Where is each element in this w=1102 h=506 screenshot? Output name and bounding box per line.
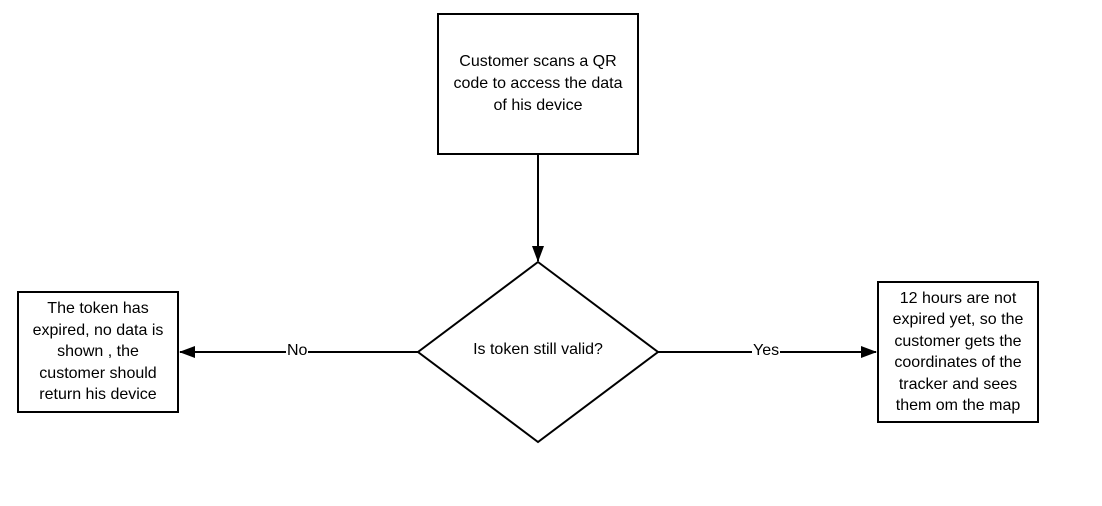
start-process-text: Customer scans a QR code to access the d… — [453, 53, 623, 114]
start-process-box: Customer scans a QR code to access the d… — [437, 13, 639, 155]
edge-label-no: No — [286, 341, 309, 361]
yes-outcome-text: 12 hours are not expired yet, so the cus… — [892, 289, 1024, 415]
no-outcome-text: The token has expired, no data is shown … — [32, 300, 164, 404]
decision-diamond — [416, 260, 660, 444]
decision-text: Is token still valid? — [473, 341, 603, 358]
edge-label-yes: Yes — [752, 341, 781, 361]
no-outcome-box: The token has expired, no data is shown … — [17, 291, 179, 413]
yes-outcome-box: 12 hours are not expired yet, so the cus… — [877, 281, 1039, 423]
